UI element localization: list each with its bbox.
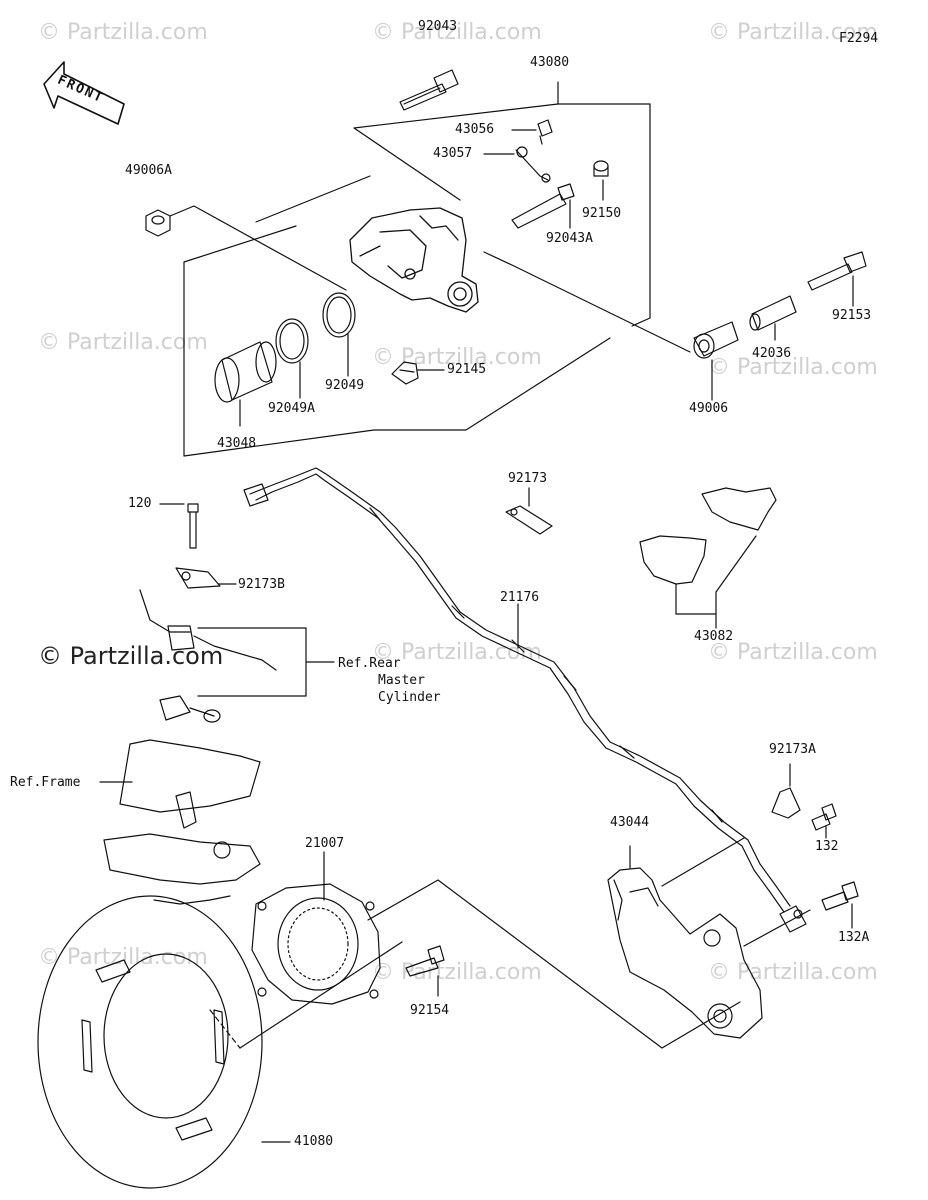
bolt-132A: [821, 881, 859, 911]
ref-line-3: Cylinder: [378, 690, 441, 705]
bolt-92153: [807, 251, 867, 291]
pin-92043A: [511, 183, 575, 229]
part-label-92043A[interactable]: 92043A: [546, 231, 593, 246]
watermark: © Partzilla.com: [708, 20, 878, 45]
part-label-92049[interactable]: 92049: [325, 378, 365, 393]
caliper-body: [349, 207, 479, 313]
watermark: © Partzilla.com: [708, 640, 878, 665]
clip-92173B: [175, 567, 221, 589]
bushing-49006: [693, 321, 739, 359]
part-label-92153[interactable]: 92153: [832, 308, 872, 323]
front-arrow-icon: [43, 61, 125, 125]
part-label-43080[interactable]: 43080: [530, 55, 570, 70]
part-label-120[interactable]: 120: [128, 496, 152, 511]
part-label-49006[interactable]: 49006: [689, 401, 729, 416]
brake-disc-41080: [37, 895, 263, 1189]
part-label-92145[interactable]: 92145: [447, 362, 487, 377]
part-label-92173B[interactable]: 92173B: [238, 577, 285, 592]
watermark: © Partzilla.com: [38, 20, 208, 45]
caliper-bracket-43044: [607, 867, 763, 1039]
watermark: © Partzilla.com: [372, 640, 542, 665]
part-label-43048[interactable]: 43048: [217, 436, 257, 451]
part-label-92154[interactable]: 92154: [410, 1003, 450, 1018]
watermark-dark: © Partzilla.com: [38, 642, 224, 670]
bolt-92154: [405, 945, 445, 977]
ref-rear-master-cylinder: Ref.Rear Master Cylinder: [338, 655, 441, 706]
brake-hose-21176: [243, 467, 791, 913]
watermark: © Partzilla.com: [372, 20, 542, 45]
part-label-92173A[interactable]: 92173A: [769, 742, 816, 757]
clip-92173A: [771, 787, 801, 819]
spring-92145: [391, 361, 419, 385]
part-label-92043[interactable]: 92043: [418, 19, 458, 34]
bolt-132: [811, 803, 837, 831]
nut-49006A: [145, 209, 171, 237]
ref-line-2: Master: [378, 673, 425, 688]
part-label-43044[interactable]: 43044: [610, 815, 650, 830]
part-label-21007[interactable]: 21007: [305, 836, 345, 851]
bleeder-43056: [537, 119, 553, 145]
bolt-120: [187, 503, 199, 549]
part-label-132A[interactable]: 132A: [838, 930, 870, 945]
part-label-21176[interactable]: 21176: [500, 590, 540, 605]
watermark: © Partzilla.com: [372, 960, 542, 985]
part-label-132[interactable]: 132: [815, 839, 839, 854]
part-label-43082[interactable]: 43082: [694, 629, 734, 644]
brake-pads-43082: [639, 487, 777, 585]
watermark: © Partzilla.com: [38, 945, 208, 970]
clip-92173: [505, 505, 553, 535]
cap-92150: [593, 160, 609, 177]
watermark: © Partzilla.com: [708, 355, 878, 380]
piston-43048: [214, 341, 277, 403]
sleeve-42036: [749, 295, 797, 331]
part-label-41080[interactable]: 41080: [294, 1134, 334, 1149]
frame-section: [103, 739, 261, 905]
part-label-43057[interactable]: 43057: [433, 146, 473, 161]
part-label-92173[interactable]: 92173: [508, 471, 548, 486]
seal-92049: [322, 292, 356, 338]
part-label-92049A[interactable]: 92049A: [268, 401, 315, 416]
master-cylinder-fittings: [139, 589, 277, 723]
part-label-92150[interactable]: 92150: [582, 206, 622, 221]
watermark: © Partzilla.com: [38, 330, 208, 355]
ref-frame: Ref.Frame: [10, 775, 81, 790]
diagram-code: F2294: [839, 31, 879, 46]
sensor-ring-21007: [251, 883, 381, 1005]
part-label-43056[interactable]: 43056: [455, 122, 495, 137]
bolt-92043: [399, 69, 459, 111]
part-label-49006A[interactable]: 49006A: [125, 163, 172, 178]
seal-92049A: [275, 318, 309, 364]
ref-line-1: Ref.Rear: [338, 656, 401, 671]
pin-43057: [515, 146, 551, 183]
part-label-42036[interactable]: 42036: [752, 346, 792, 361]
watermark: © Partzilla.com: [708, 960, 878, 985]
